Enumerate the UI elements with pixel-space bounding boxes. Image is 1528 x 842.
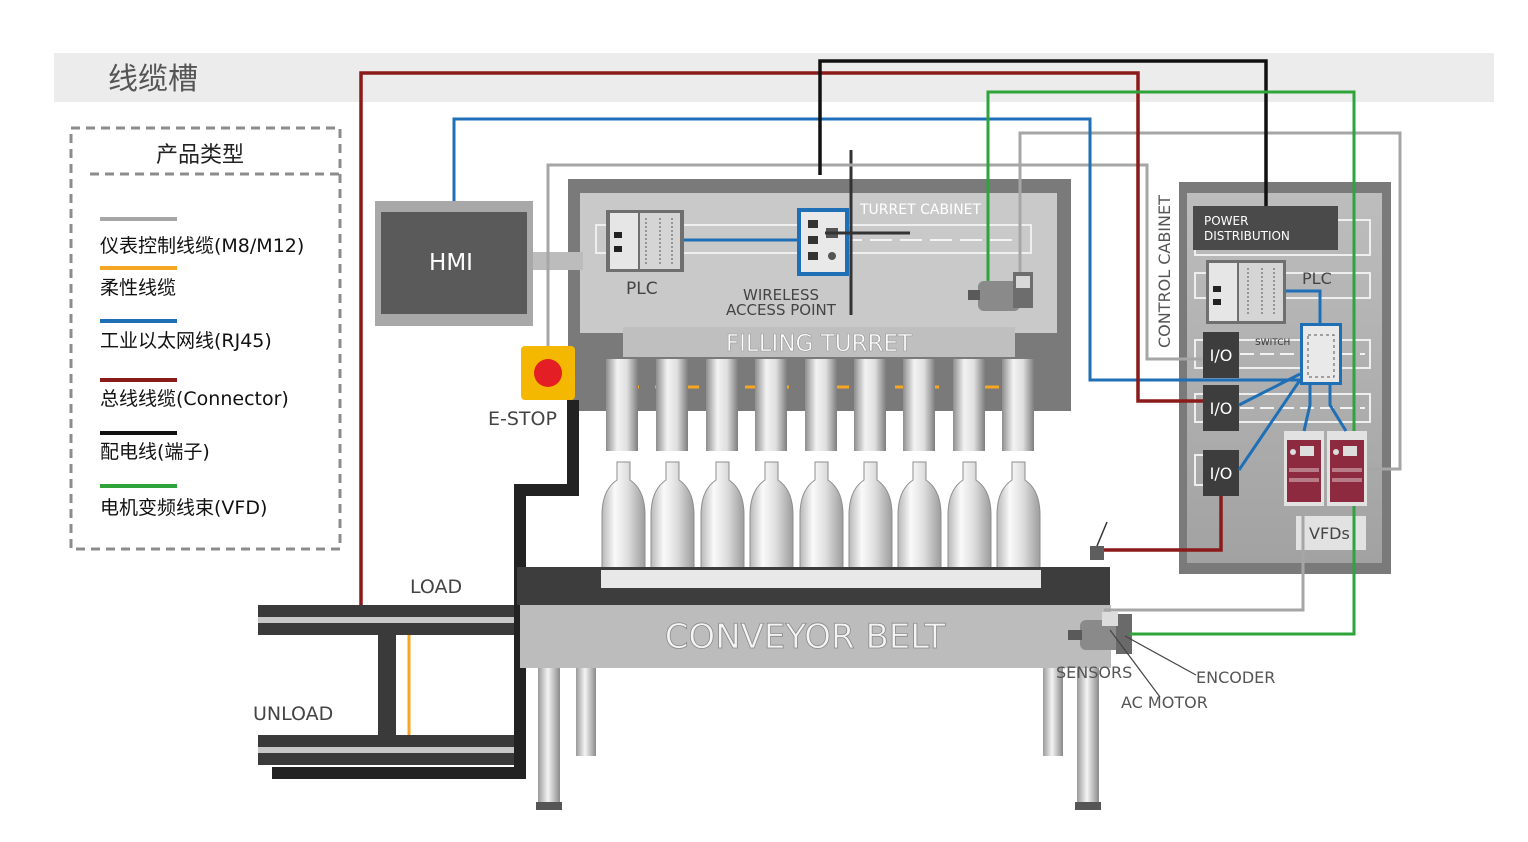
power-distribution-block: [1193, 206, 1338, 250]
encoder-label: ENCODER: [1196, 668, 1275, 687]
instrument-cables: [546, 131, 1402, 612]
conveyor-legs: [536, 668, 1101, 810]
vfd-drives: [1284, 431, 1367, 506]
cabinet-plc-label: PLC: [1302, 269, 1332, 288]
conveyor-belt: [517, 567, 1111, 668]
ac-motor-label: AC MOTOR: [1121, 693, 1208, 712]
legend-title: 产品类型: [156, 143, 244, 168]
wireless-ap-label-2: ACCESS POINT: [726, 301, 837, 319]
sensors-label: SENSORS: [1056, 663, 1132, 682]
io-module-3: [1203, 450, 1239, 496]
turret-plc: [606, 210, 684, 272]
control-cabinet-label: CONTROL CABINET: [1155, 195, 1174, 348]
turret-motor-icon: [968, 272, 1033, 311]
ethernet-switch: [1300, 323, 1342, 385]
wireless-access-point: [797, 150, 910, 315]
turret-plc-label: PLC: [626, 279, 658, 299]
estop-label: E-STOP: [488, 408, 557, 430]
legend-label-instrument: 仪表控制线缆(M8/M12): [100, 235, 304, 257]
hmi-panel: [375, 201, 583, 326]
power-distribution-label-2: DISTRIBUTION: [1204, 229, 1290, 243]
load-label: LOAD: [410, 576, 462, 598]
io-module-2: [1203, 385, 1239, 431]
wireless-ap-label-1: WIRELESS: [743, 286, 819, 304]
power-distribution-label-1: POWER: [1204, 214, 1248, 228]
vfds-label: VFDs: [1309, 524, 1350, 543]
switch-label: SWITCH: [1255, 338, 1290, 348]
legend-label-bus: 总线线缆(Connector): [100, 388, 289, 410]
load-unload-rails: [258, 605, 520, 765]
ethernet-cables: [452, 117, 1348, 471]
io-module-3-label: I/O: [1210, 464, 1233, 483]
legend-label-power: 配电线(端子): [100, 441, 210, 463]
cabinet-plc: [1206, 260, 1286, 324]
header-title: 线缆槽: [108, 62, 198, 97]
turret-cabinet-label: TURRET CABINET: [859, 202, 982, 218]
estop-power-cable: [272, 400, 579, 779]
legend: 产品类型 仪表控制线缆(M8/M12) 柔性线缆 工业以太网线(RJ45) 总线…: [69, 126, 342, 551]
hmi-label: HMI: [429, 250, 473, 276]
unload-label: UNLOAD: [253, 703, 333, 725]
power-cables: [818, 59, 1268, 206]
io-module-1: [1203, 332, 1239, 378]
legend-label-ethernet: 工业以太网线(RJ45): [100, 330, 272, 352]
filling-turret-banner: [623, 327, 1015, 357]
io-module-2-label: I/O: [1210, 399, 1233, 418]
bus-cables: [359, 71, 1223, 605]
estop-button: [521, 346, 575, 400]
filling-nozzles: [606, 359, 1034, 451]
cable-tray-band: [54, 53, 1494, 102]
conveyor-belt-label: CONVEYOR BELT: [665, 617, 946, 657]
bottles: [601, 461, 1041, 589]
vfd-cables: [986, 90, 1356, 636]
ac-motor-leader: [1109, 629, 1161, 698]
io-module-1-label: I/O: [1210, 346, 1233, 365]
legend-label-flex: 柔性线缆: [100, 277, 176, 299]
legend-label-vfd: 电机变频线束(VFD): [100, 497, 267, 519]
encoder-leader: [1124, 635, 1197, 676]
filling-turret-label: FILLING TURRET: [726, 331, 913, 357]
sensor-icon: [1090, 521, 1108, 560]
